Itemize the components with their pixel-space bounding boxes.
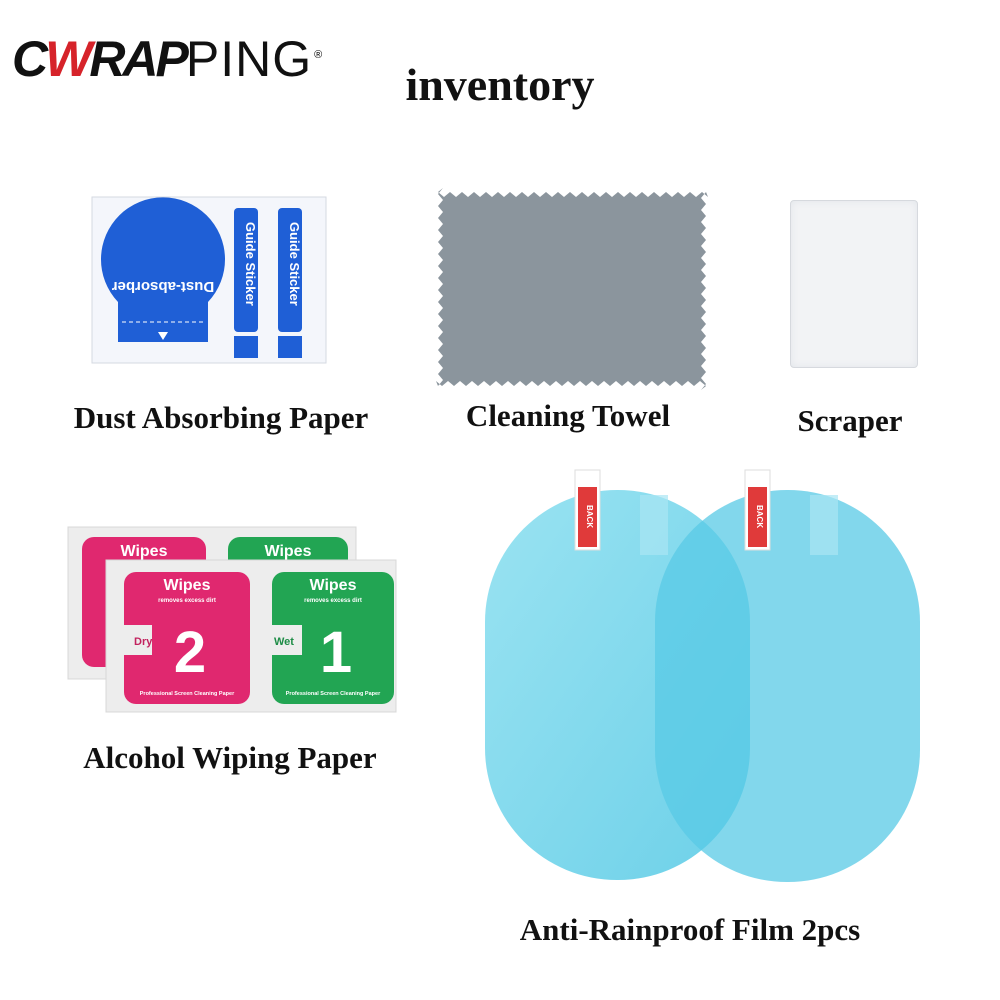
wipes-text: Wipes bbox=[265, 543, 312, 560]
wipes-sub: removes excess dirt bbox=[304, 598, 362, 604]
wipes-text: Wipes bbox=[121, 543, 168, 560]
dust-absorber-text: Dust-absorber bbox=[112, 278, 215, 295]
anti-rainproof-film-image: BACK BACK bbox=[485, 469, 920, 882]
guide-sticker-text: Guide Sticker bbox=[287, 222, 302, 306]
wipes-footer: Professional Screen Cleaning Paper bbox=[140, 691, 235, 697]
item-label: Anti-Rainproof Film 2pcs bbox=[519, 912, 861, 947]
alcohol-wiping-paper-image: Wipes Wipes Wipes Wipes removes excess d… bbox=[67, 526, 397, 713]
item-label: Dust Absorbing Paper bbox=[73, 400, 369, 435]
dry-text: Dry bbox=[134, 636, 153, 648]
scraper-image bbox=[790, 200, 918, 368]
wipes-text: Wipes bbox=[310, 577, 357, 594]
logo-thin: PING bbox=[185, 31, 313, 87]
page-title: inventory bbox=[405, 59, 595, 110]
wipes-sub: removes excess dirt bbox=[158, 598, 216, 604]
wipes-text: Wipes bbox=[164, 577, 211, 594]
item-label: Cleaning Towel bbox=[465, 398, 671, 433]
number-two: 2 bbox=[174, 620, 206, 685]
wipes-footer: Professional Screen Cleaning Paper bbox=[286, 691, 381, 697]
wet-text: Wet bbox=[274, 636, 294, 648]
cleaning-towel-image bbox=[436, 188, 708, 390]
dust-absorbing-paper-image: Dust-absorber Guide Sticker Guide Sticke… bbox=[91, 196, 327, 364]
item-label: Scraper bbox=[797, 403, 903, 438]
logo-bold: CWRAP bbox=[12, 31, 189, 87]
item-label: Alcohol Wiping Paper bbox=[83, 740, 377, 775]
back-tab-text: BACK bbox=[585, 505, 594, 528]
back-tab-text: BACK bbox=[755, 505, 764, 528]
number-one: 1 bbox=[320, 620, 352, 685]
guide-sticker-text: Guide Sticker bbox=[243, 222, 258, 306]
registered-mark: ® bbox=[314, 49, 323, 61]
